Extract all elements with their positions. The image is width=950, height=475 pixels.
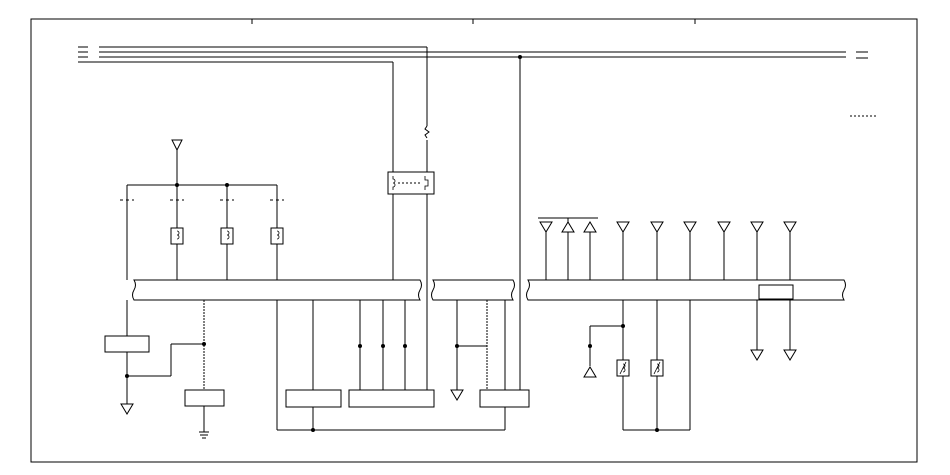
feed-lines (392, 47, 521, 390)
connector-bar-right (526, 279, 846, 301)
top-bus-lines (78, 46, 868, 63)
connector-bar-left (132, 279, 422, 301)
diagram-frame (30, 18, 918, 463)
inline-module (758, 284, 794, 300)
left-supply (120, 139, 284, 280)
left-bottom-circuit (104, 300, 225, 439)
fuse-boxes (170, 227, 284, 245)
middle-bottom-circuit (276, 300, 505, 432)
connector-bar-middle (431, 279, 515, 301)
relay (387, 171, 435, 390)
frame-ticks (251, 19, 696, 24)
right-bottom-circuit (583, 300, 797, 432)
fuse-symbol (424, 125, 430, 139)
middle-connector-circuit (450, 300, 530, 430)
supply-triangle (171, 139, 183, 152)
right-top-signals (538, 217, 797, 280)
